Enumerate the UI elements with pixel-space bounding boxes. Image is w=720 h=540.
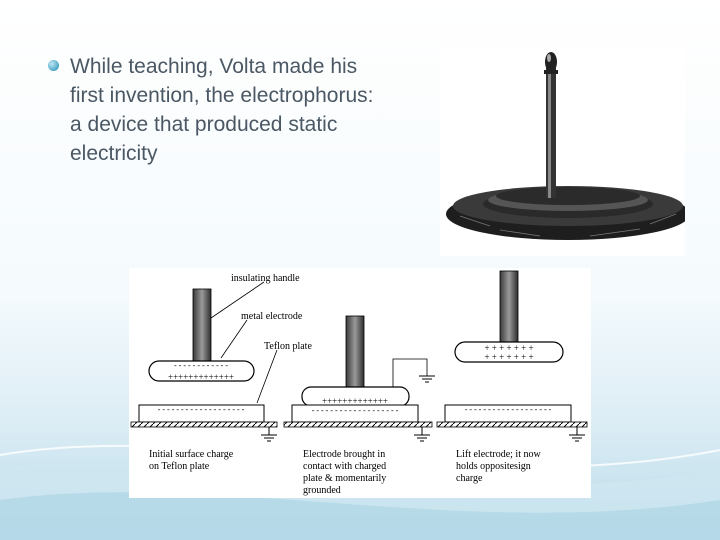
panel3-caption-line3: charge	[456, 473, 483, 484]
panel1-plate-minus: - - - - - - - - - - - - - - - - - - -	[158, 405, 245, 414]
panel1-caption-line2: on Teflon plate	[149, 461, 210, 472]
panel3-caption-line2: holds oppositesign	[456, 461, 531, 472]
label-metal-electrode: metal electrode	[241, 311, 303, 322]
panel3-electrode-plus-row1: + + + + + + +	[484, 343, 533, 353]
panel-2: +++++++++++++ - - - - - - - - - - - - - …	[283, 315, 435, 496]
panel1-electrode-minus: - - - - - - - - - - - -	[174, 361, 228, 370]
electrophorus-illustration	[440, 46, 690, 256]
panel2-caption-line3: plate & momentarily	[303, 473, 386, 484]
panel2-electrode-plus: +++++++++++++	[322, 396, 388, 406]
bullet-text: While teaching, Volta made his first inv…	[70, 55, 374, 165]
electrophorus-diagram: - - - - - - - - - - - - +++++++++++++ - …	[129, 268, 591, 498]
panel2-caption-line2: contact with charged	[303, 461, 386, 472]
bullet-icon	[48, 60, 59, 71]
panel1-caption-line1: Initial surface charge	[149, 449, 234, 460]
label-insulating-handle: insulating handle	[231, 273, 300, 284]
panel1-electrode-plus: +++++++++++++	[168, 372, 234, 382]
panel3-caption-line1: Lift electrode; it now	[456, 449, 541, 460]
panel2-caption-line1: Electrode brought in	[303, 449, 385, 460]
panel2-plate-minus: - - - - - - - - - - - - - - - - - - -	[312, 406, 399, 415]
panel3-plate-minus: - - - - - - - - - - - - - - - - - - -	[465, 405, 552, 414]
panel2-caption-line4: grounded	[303, 485, 341, 496]
bullet-list: While teaching, Volta made his first inv…	[48, 52, 378, 168]
panel-1: - - - - - - - - - - - - +++++++++++++ - …	[130, 273, 312, 472]
panel-3: + + + + + + + + + + + + + + - - - - - - …	[436, 270, 588, 484]
label-teflon-plate: Teflon plate	[264, 341, 312, 352]
panel3-electrode-plus-row2: + + + + + + +	[484, 352, 533, 362]
